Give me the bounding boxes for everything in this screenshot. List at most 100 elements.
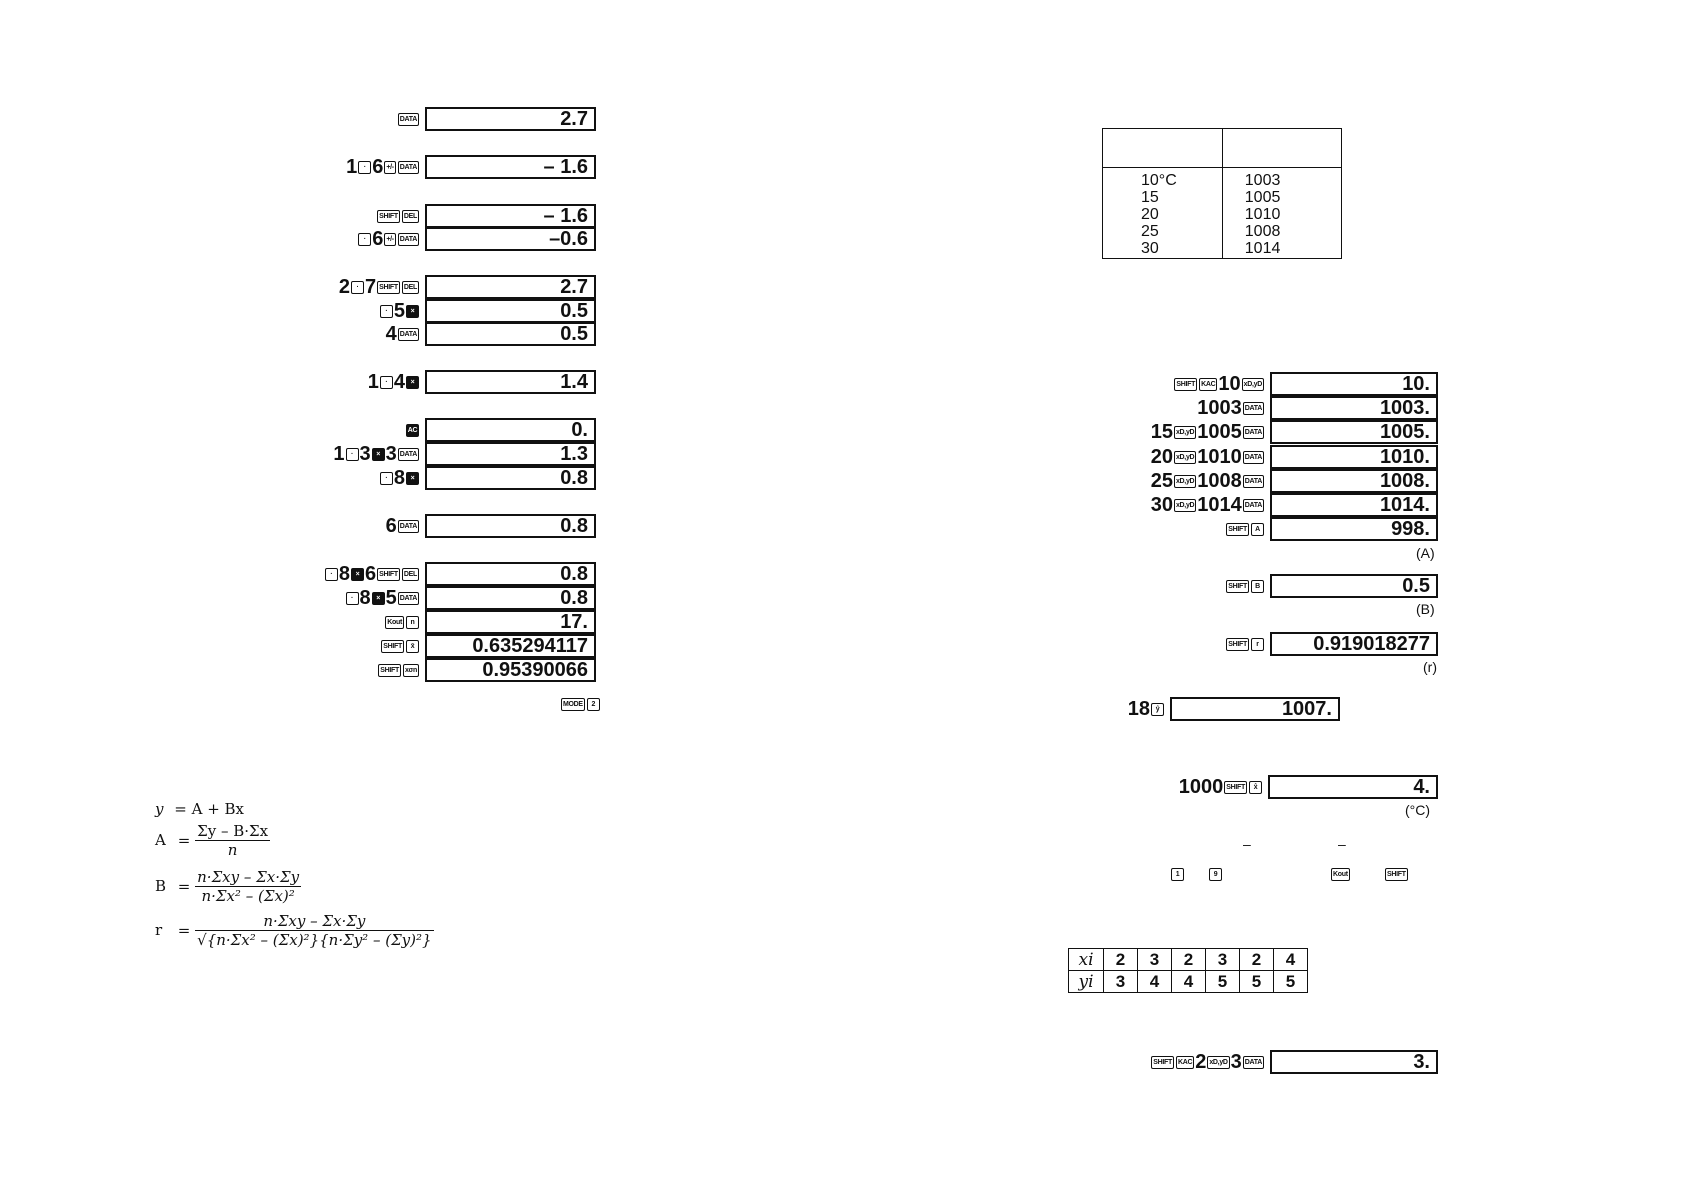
- data-key[interactable]: DATA: [397, 112, 419, 126]
- key-9[interactable]: 9: [1209, 868, 1222, 881]
- xd-yd-key[interactable]: xD,yD: [1173, 450, 1197, 464]
- yi-cell: 5: [1273, 970, 1308, 993]
- data-key[interactable]: DATA: [397, 160, 419, 174]
- ac-key[interactable]: AC: [406, 423, 419, 437]
- calculator-display: 17.: [425, 610, 596, 634]
- decimal-point-key[interactable]: ·: [379, 375, 393, 389]
- r-key[interactable]: r: [1251, 637, 1264, 651]
- temperature-table-header-cell: [1221, 128, 1343, 168]
- x-sigma-n-key[interactable]: xσn: [402, 663, 419, 677]
- decimal-point-key[interactable]: ·: [379, 304, 393, 318]
- shift-key[interactable]: SHIFT: [381, 639, 404, 653]
- xd-yd-key[interactable]: xD,yD: [1173, 498, 1197, 512]
- xi-cell: 3: [1205, 948, 1240, 971]
- sign-change-key[interactable]: +/-: [384, 232, 396, 246]
- key-1[interactable]: 1: [1171, 868, 1184, 881]
- calculator-display: 2.7: [425, 275, 596, 299]
- sign-change-key[interactable]: +/-: [384, 160, 396, 174]
- data-key[interactable]: DATA: [397, 447, 419, 461]
- calculator-display: 1.4: [425, 370, 596, 394]
- multiply-key[interactable]: ×: [406, 375, 419, 389]
- xi-cell: 2: [1171, 948, 1206, 971]
- decimal-point-key[interactable]: ·: [358, 160, 372, 174]
- data-key[interactable]: DATA: [1242, 1055, 1264, 1069]
- xd-yd-key[interactable]: xD,yD: [1173, 474, 1197, 488]
- shift-key[interactable]: SHIFT: [1226, 579, 1249, 593]
- decimal-point-key[interactable]: ·: [379, 471, 393, 485]
- decimal-point-key[interactable]: ·: [351, 280, 365, 294]
- key-digits: 10: [1218, 372, 1241, 395]
- shift-key[interactable]: SHIFT: [377, 280, 400, 294]
- data-key[interactable]: DATA: [1242, 474, 1264, 488]
- b-key[interactable]: B: [1251, 579, 1264, 593]
- calculator-display: 0.8: [425, 586, 596, 610]
- shift-key[interactable]: SHIFT: [378, 663, 401, 677]
- decimal-point-key[interactable]: ·: [324, 567, 338, 581]
- data-key[interactable]: DATA: [397, 327, 419, 341]
- key-digits: 8: [393, 466, 405, 489]
- key-shift[interactable]: SHIFT: [1385, 868, 1408, 881]
- decimal-point-key[interactable]: ·: [345, 591, 359, 605]
- xd-yd-key[interactable]: xD,yD: [1241, 377, 1264, 391]
- data-key[interactable]: DATA: [397, 519, 419, 533]
- decimal-point-key[interactable]: ·: [345, 447, 359, 461]
- data-key[interactable]: DATA: [397, 232, 419, 246]
- data-key[interactable]: DATA: [1242, 425, 1264, 439]
- multiply-key[interactable]: ×: [371, 447, 385, 461]
- x-mean-key[interactable]: x̄: [406, 639, 419, 653]
- key-kout[interactable]: Kout: [1331, 868, 1350, 881]
- temperature-value: 25: [1141, 223, 1159, 240]
- formula-a-lhs: A: [155, 830, 166, 849]
- multiply-key[interactable]: ×: [351, 567, 365, 581]
- del-key[interactable]: DEL: [401, 567, 419, 581]
- key-digits: 25: [1150, 469, 1173, 492]
- shift-key[interactable]: SHIFT: [1174, 377, 1198, 391]
- multiply-key[interactable]: ×: [406, 471, 419, 485]
- kac-key[interactable]: KAC: [1199, 377, 1218, 391]
- left-calc-row: ·8×: [0, 466, 420, 490]
- shift-key[interactable]: SHIFT: [377, 209, 400, 223]
- mode-key[interactable]: MODE: [561, 697, 585, 711]
- shift-key[interactable]: SHIFT: [1226, 522, 1249, 536]
- 2-key[interactable]: 2: [586, 697, 600, 711]
- a-key[interactable]: A: [1251, 522, 1264, 536]
- del-key[interactable]: DEL: [401, 209, 419, 223]
- shift-key[interactable]: SHIFT: [1151, 1055, 1174, 1069]
- data-key[interactable]: DATA: [1242, 498, 1264, 512]
- multiply-key[interactable]: ×: [406, 304, 419, 318]
- shift-key[interactable]: SHIFT: [377, 567, 400, 581]
- del-key[interactable]: DEL: [401, 280, 419, 294]
- n-key[interactable]: n: [406, 615, 419, 629]
- data-key[interactable]: DATA: [1242, 401, 1264, 415]
- key-sequence: 1·6+/-DATA: [346, 155, 420, 179]
- kout-key[interactable]: Kout: [385, 615, 404, 629]
- xd-yd-key[interactable]: xD,yD: [1173, 425, 1197, 439]
- calculator-display: 2.7: [425, 107, 596, 131]
- formula-y-lhs: y: [155, 800, 164, 818]
- y-hat-key[interactable]: ŷ: [1151, 702, 1164, 716]
- data-key[interactable]: DATA: [1242, 450, 1264, 464]
- decimal-point-key[interactable]: ·: [358, 232, 372, 246]
- xd-yd-key[interactable]: xD,yD: [1207, 1055, 1230, 1069]
- misc-keys-line: 1 9 Kout SHIFT: [1170, 866, 1420, 884]
- data-key[interactable]: DATA: [397, 591, 419, 605]
- key-digits: 8: [359, 586, 371, 609]
- multiply-key[interactable]: ×: [371, 591, 385, 605]
- kac-key[interactable]: KAC: [1175, 1055, 1195, 1069]
- formula-r-lhs: r: [155, 920, 163, 939]
- shift-key[interactable]: SHIFT: [1224, 780, 1247, 794]
- yi-cell: 5: [1239, 970, 1274, 993]
- x-hat-key[interactable]: x̂: [1249, 780, 1262, 794]
- shift-key[interactable]: SHIFT: [1226, 637, 1249, 651]
